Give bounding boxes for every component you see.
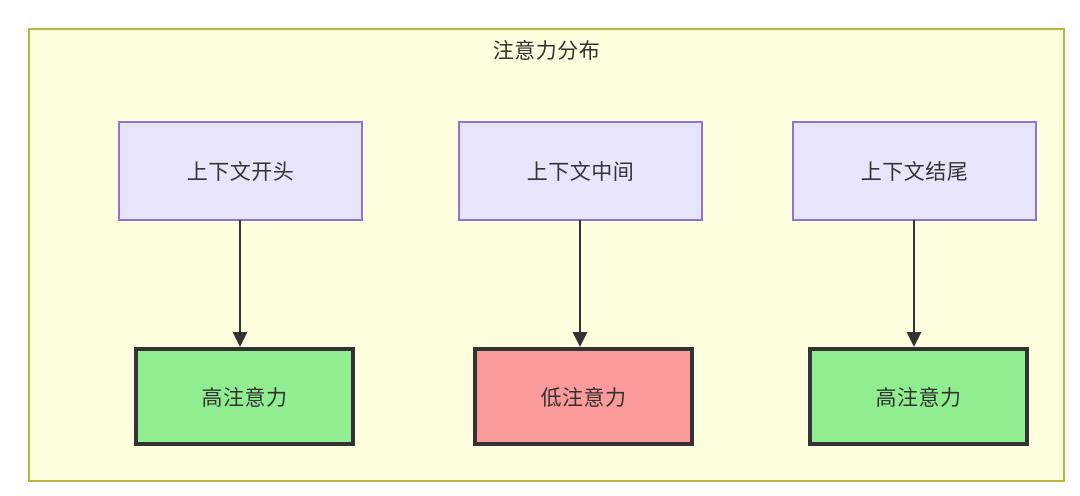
arrow-down-icon: [906, 220, 922, 347]
node-context-middle-label: 上下文中间: [526, 161, 635, 184]
edge-end-to-high: [902, 220, 926, 350]
edge-start-to-high: [228, 220, 252, 350]
node-attention-end-label: 高注意力: [875, 386, 962, 410]
node-attention-middle[interactable]: 低注意力: [473, 347, 694, 446]
subgraph-title: 注意力分布: [492, 40, 601, 63]
node-context-start-label: 上下文开头: [186, 161, 295, 184]
node-attention-end[interactable]: 高注意力: [808, 347, 1029, 446]
arrow-down-icon: [232, 220, 248, 347]
arrow-down-icon: [572, 220, 588, 347]
node-context-middle[interactable]: 上下文中间: [458, 121, 703, 221]
node-context-end-label: 上下文结尾: [860, 161, 969, 184]
edge-middle-to-low: [568, 220, 592, 350]
node-attention-start-label: 高注意力: [201, 386, 288, 410]
node-attention-middle-label: 低注意力: [540, 386, 627, 410]
node-attention-start[interactable]: 高注意力: [134, 347, 355, 446]
subgraph-attention-distribution: 注意力分布 上下文开头 上下文中间 上下文结尾: [28, 28, 1065, 482]
node-context-start[interactable]: 上下文开头: [118, 121, 363, 221]
node-context-end[interactable]: 上下文结尾: [792, 121, 1037, 221]
